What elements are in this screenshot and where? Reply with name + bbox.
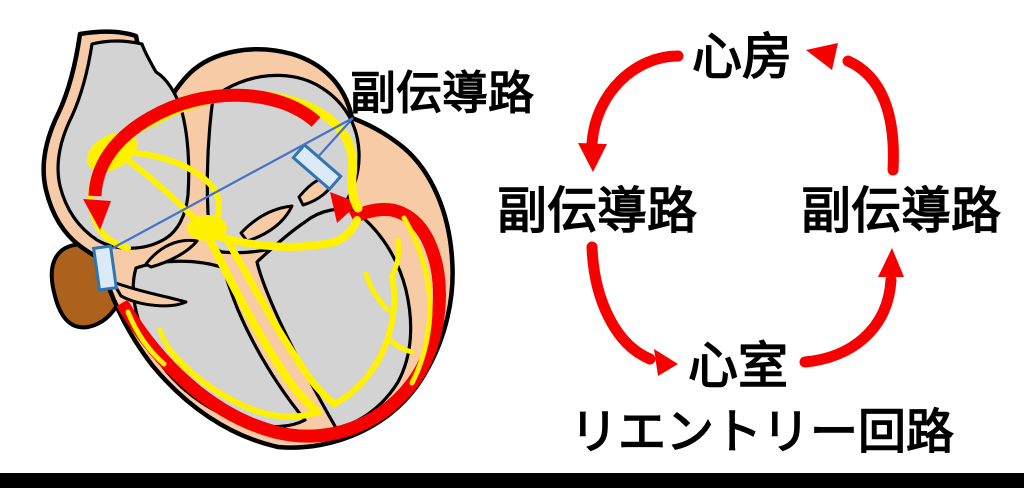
accessory-pathway-marker-upper [291, 142, 343, 192]
av-ring-fiber [214, 216, 361, 251]
internodal-fiber-cross [125, 149, 222, 225]
reentry-cycle-arrows [578, 43, 904, 376]
callout-lines [110, 117, 354, 250]
cycle-arrow-left-pathway-to-ventricle [586, 241, 678, 376]
bottom-black-bar [0, 473, 1024, 488]
ventricular-reentry-arrow [116, 192, 446, 443]
his-bundle [206, 236, 322, 416]
heart-illustration [41, 29, 455, 450]
cycle-node-atrium: 心房 [692, 28, 792, 86]
cycle-node-accessory-pathway-right: 副伝導路 [801, 182, 1001, 240]
internodal-fiber-mid [127, 159, 201, 225]
atrial-reentry-arrow [83, 88, 321, 230]
cycle-node-accessory-pathway-left: 副伝導路 [497, 182, 697, 240]
reentry-circuit-caption: リエントリー回路 [569, 404, 955, 460]
right-wall-fiber [401, 215, 433, 386]
his-bundle-2 [222, 234, 338, 408]
cycle-arrow-right-pathway-to-atrium [806, 43, 899, 176]
accessory-pathway-marker-lower [91, 244, 119, 292]
cycle-arrow-atrium-to-left-pathway [578, 50, 684, 172]
accessory-pathway-markers [91, 142, 343, 292]
cycle-arrow-ventricle-to-right-pathway [799, 248, 904, 368]
accessory-pathway-callout-label: 副伝導路 [350, 66, 534, 120]
av-node [187, 215, 227, 241]
cycle-node-ventricle: 心室 [688, 337, 788, 395]
